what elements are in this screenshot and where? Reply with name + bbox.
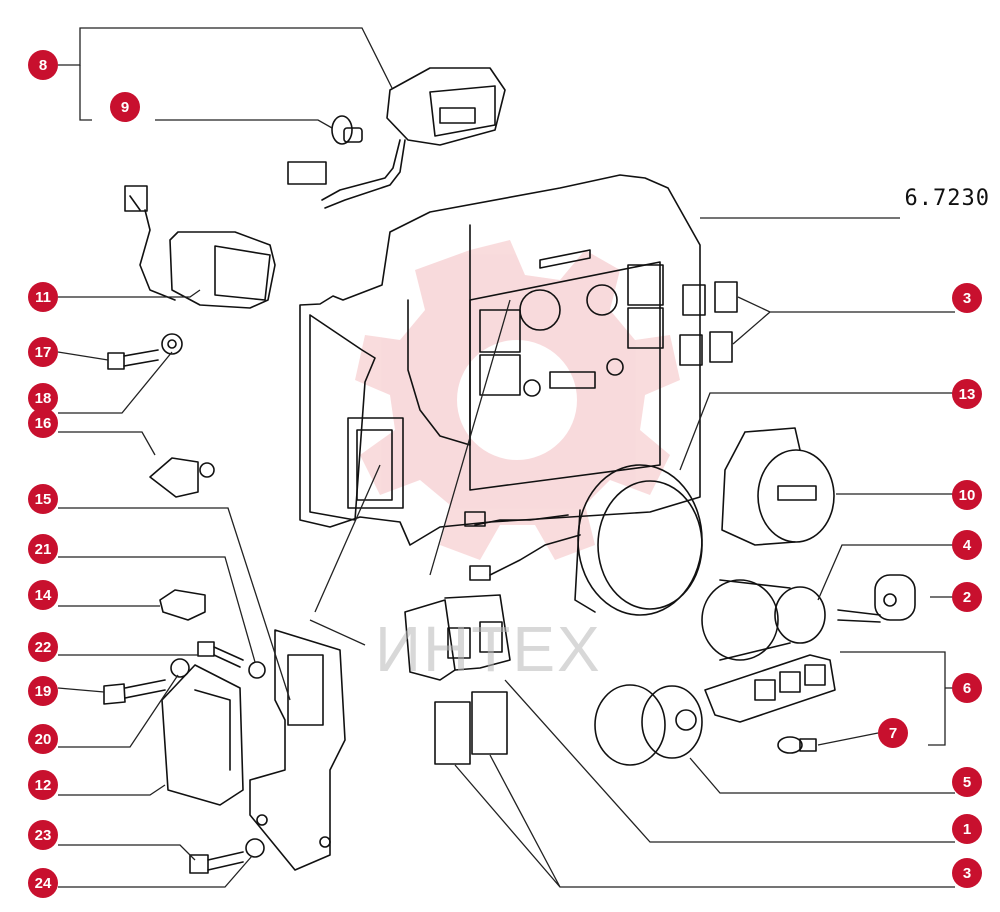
- indicator-bulb: [777, 736, 817, 754]
- switch-caps-lower: [434, 691, 508, 765]
- callout-13[interactable]: 13: [952, 379, 982, 409]
- callout-16[interactable]: 16: [28, 408, 58, 438]
- flat-washer: [245, 838, 265, 858]
- callout-1[interactable]: 1: [952, 814, 982, 844]
- callout-11[interactable]: 11: [28, 282, 58, 312]
- callout-5[interactable]: 5: [952, 767, 982, 797]
- callout-21[interactable]: 21: [28, 534, 58, 564]
- rocker-switches: [404, 594, 511, 681]
- callout-20[interactable]: 20: [28, 724, 58, 754]
- callout-7[interactable]: 7: [878, 718, 908, 748]
- spring-washer: [248, 661, 266, 679]
- callout-17[interactable]: 17: [28, 337, 58, 367]
- watermark-text: ИНТЕХ: [375, 613, 602, 685]
- callout-19[interactable]: 19: [28, 676, 58, 706]
- indicator-switch-panel: [704, 654, 836, 723]
- callout-24[interactable]: 24: [28, 868, 58, 898]
- fuse: [159, 589, 206, 621]
- switch-caps: [679, 281, 738, 366]
- callout-15[interactable]: 15: [28, 484, 58, 514]
- drawing-code: 6.7230: [904, 186, 990, 211]
- ignition-keys: [837, 574, 916, 623]
- callout-3-top[interactable]: 3: [952, 283, 982, 313]
- gear-watermark-icon: [355, 240, 680, 560]
- rotary-light-switch: [594, 684, 703, 766]
- callout-2[interactable]: 2: [952, 582, 982, 612]
- callout-8[interactable]: 8: [28, 50, 58, 80]
- callout-4[interactable]: 4: [952, 530, 982, 560]
- work-lamp: [287, 67, 506, 209]
- washer: [170, 658, 190, 678]
- callout-22[interactable]: 22: [28, 632, 58, 662]
- callout-23[interactable]: 23: [28, 820, 58, 850]
- callout-9[interactable]: 9: [110, 92, 140, 122]
- long-bolt: [103, 679, 166, 705]
- dashboard-panel: [299, 174, 701, 546]
- tachometer-gauge: [464, 464, 703, 616]
- bolt: [197, 641, 244, 668]
- leader-lines: [57, 27, 955, 888]
- hex-bolt: [189, 851, 244, 874]
- callout-6[interactable]: 6: [952, 673, 982, 703]
- tail-lamp: [124, 185, 276, 309]
- callout-3-bottom[interactable]: 3: [952, 858, 982, 888]
- nut: [161, 333, 183, 355]
- callout-10[interactable]: 10: [952, 480, 982, 510]
- hour-meter: [721, 427, 835, 546]
- mounting-bracket: [249, 629, 346, 871]
- ignition-switch: [701, 579, 826, 661]
- callout-14[interactable]: 14: [28, 580, 58, 610]
- power-socket: [149, 457, 215, 498]
- small-bulb: [331, 115, 363, 145]
- screw: [107, 349, 159, 370]
- callout-12[interactable]: 12: [28, 770, 58, 800]
- socket-cover: [161, 664, 244, 806]
